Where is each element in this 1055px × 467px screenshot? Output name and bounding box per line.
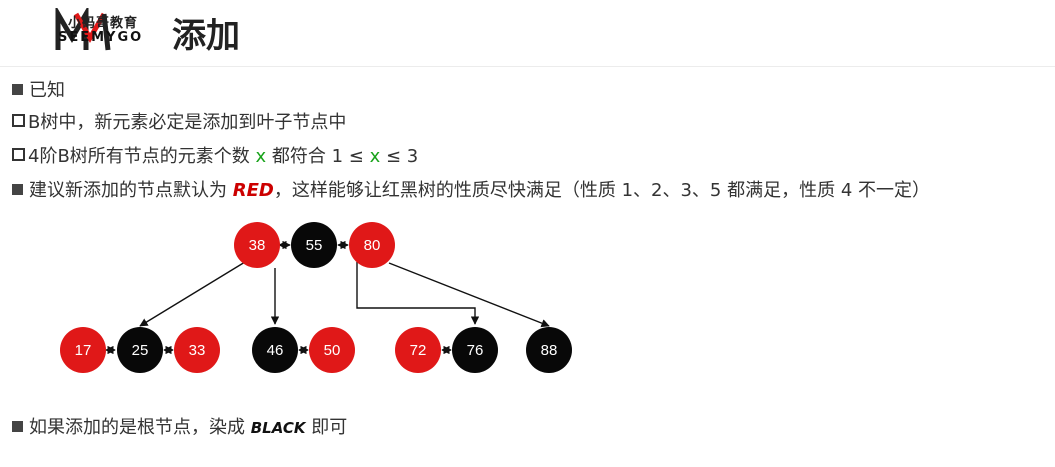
bullet-line-default-red: 建议新添加的节点默认为 RED，这样能够让红黑树的性质尽快满足（性质 1、2、3… <box>12 176 930 202</box>
node-circle <box>117 327 163 373</box>
node-circle <box>452 327 498 373</box>
tree-node-76: 76 <box>452 327 498 373</box>
square-bullet-icon <box>12 184 23 195</box>
line-text: 都符合 1 ≤ <box>266 146 370 167</box>
line-text: 即可 <box>305 417 348 438</box>
tree-node-46: 46 <box>252 327 298 373</box>
tree-node-88: 88 <box>526 327 572 373</box>
node-circle <box>60 327 106 373</box>
variable-x: x <box>369 146 381 167</box>
logo-english-text: SEEMYGO <box>58 30 144 45</box>
tree-edges <box>105 240 550 355</box>
hollow-square-bullet-icon <box>12 114 25 127</box>
variable-x: x <box>255 146 267 167</box>
node-circle <box>234 222 280 268</box>
node-circle <box>174 327 220 373</box>
tree-node-50: 50 <box>309 327 355 373</box>
tree-node-17: 17 <box>60 327 106 373</box>
bullet-line-btree-leaf: B树中，新元素必定是添加到叶子节点中 <box>12 108 346 134</box>
black-keyword: BLACK <box>250 419 306 437</box>
page-title: 添加 <box>172 16 240 56</box>
tree-node-55: 55 <box>291 222 337 268</box>
node-label: 55 <box>306 237 323 254</box>
square-bullet-icon <box>12 421 23 432</box>
node-label: 33 <box>189 342 206 359</box>
node-label: 25 <box>132 342 149 359</box>
red-keyword: RED <box>232 180 274 201</box>
node-label: 50 <box>324 342 341 359</box>
node-label: 46 <box>267 342 284 359</box>
node-label: 88 <box>541 342 558 359</box>
node-label: 38 <box>249 237 266 254</box>
edge-80-76 <box>356 262 480 325</box>
line-text: 已知 <box>29 80 65 101</box>
line-text: 如果添加的是根节点，染成 <box>29 417 251 438</box>
square-bullet-icon <box>12 84 23 95</box>
line-text: 4阶B树所有节点的元素个数 <box>28 146 256 167</box>
line-text: ≤ 3 <box>380 146 419 167</box>
line-text: 建议新添加的节点默认为 <box>29 180 233 201</box>
tree-node-80: 80 <box>349 222 395 268</box>
bullet-line-element-count: 4阶B树所有节点的元素个数 x 都符合 1 ≤ x ≤ 3 <box>12 142 418 168</box>
bullet-line-root-black: 如果添加的是根节点，染成 BLACK 即可 <box>12 413 347 439</box>
tree-node-38: 38 <box>234 222 280 268</box>
tree-node-25: 25 <box>117 327 163 373</box>
node-label: 72 <box>410 342 427 359</box>
node-circle <box>291 222 337 268</box>
line-text: B树中，新元素必定是添加到叶子节点中 <box>28 112 347 133</box>
tree-node-72: 72 <box>395 327 441 373</box>
node-circle <box>252 327 298 373</box>
tree-node-33: 33 <box>174 327 220 373</box>
tree-nodes: 38 55 80 17 25 33 46 50 72 76 88 <box>60 222 572 373</box>
edge-38-25 <box>139 261 246 327</box>
line-text: ，这样能够让红黑树的性质尽快满足（性质 1、2、3、5 都满足，性质 4 不一定… <box>273 180 930 201</box>
node-label: 80 <box>364 237 381 254</box>
node-label: 76 <box>467 342 484 359</box>
node-label: 17 <box>75 342 92 359</box>
node-circle <box>526 327 572 373</box>
node-circle <box>309 327 355 373</box>
seemygo-logo-icon <box>55 8 111 51</box>
edge-80-88 <box>388 262 550 328</box>
hollow-square-bullet-icon <box>12 148 25 161</box>
bullet-line-known: 已知 <box>12 76 65 102</box>
node-circle <box>395 327 441 373</box>
node-circle <box>349 222 395 268</box>
header: 小码哥教育 SEEMYGO 添加 <box>0 0 1055 67</box>
logo-chinese-text: 小码哥教育 <box>68 16 139 31</box>
